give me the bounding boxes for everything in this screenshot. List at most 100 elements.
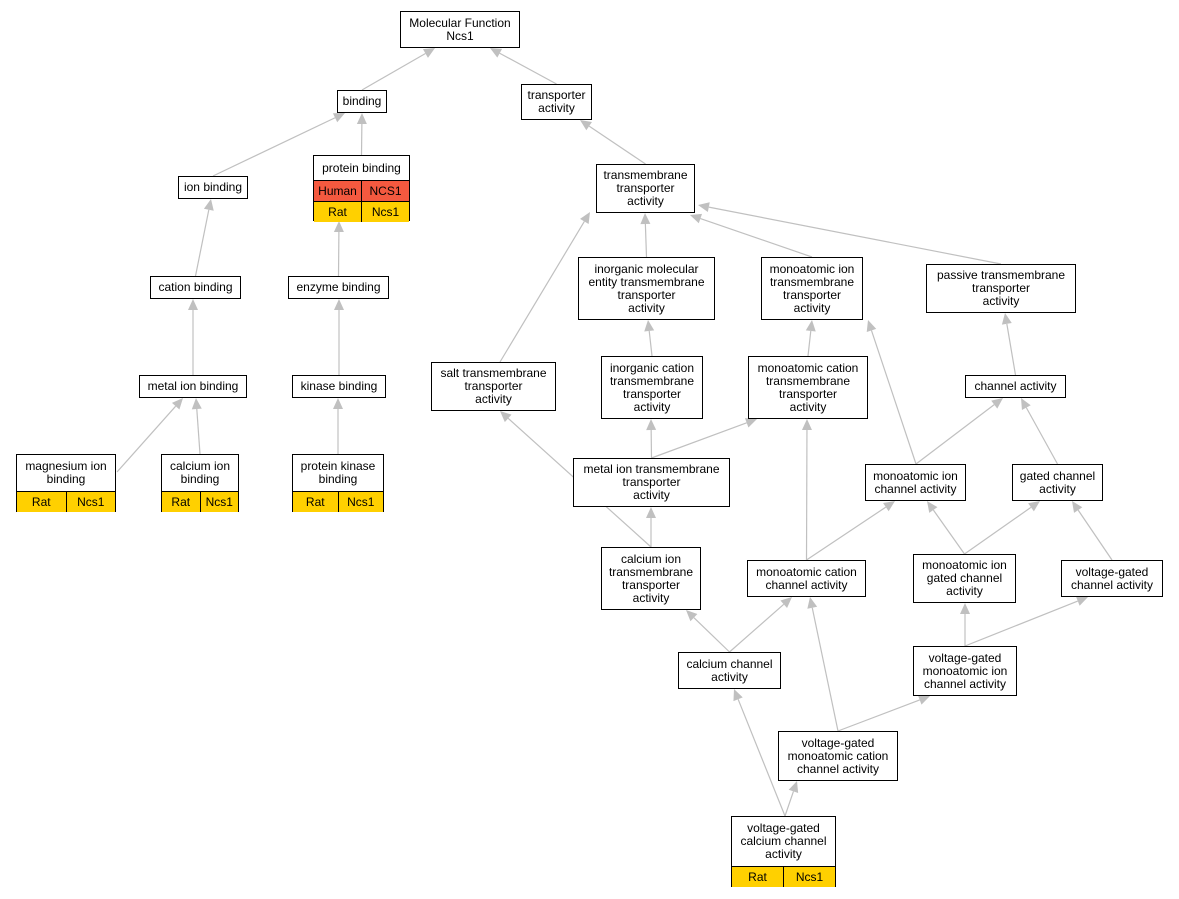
edge-line (651, 422, 747, 459)
go-term-node[interactable]: monoatomic ion transmembrane transporter… (761, 257, 863, 320)
edge-line (1077, 509, 1113, 561)
go-term-node[interactable]: transmembrane transporter activity (596, 164, 695, 213)
go-term-node[interactable]: salt transmembrane transporter activity (431, 362, 556, 411)
edge-line (737, 698, 786, 817)
edge-line (212, 117, 336, 177)
go-term-label: ion binding (183, 180, 243, 194)
go-term-label: monoatomic ion gated channel activity (922, 558, 1007, 598)
edge-arrowhead (807, 597, 818, 609)
go-term-node[interactable]: monoatomic ion gated channel activity (913, 554, 1016, 603)
go-term-label: monoatomic ion channel activity (873, 468, 958, 496)
go-term-node[interactable]: monoatomic cation transmembrane transpor… (748, 356, 868, 419)
organism-cell: Rat (305, 494, 325, 509)
go-term-node[interactable]: transporter activity (521, 84, 592, 120)
edge-arrowhead (644, 320, 655, 332)
organism-cell: Rat (171, 494, 191, 509)
organism-cell: Rat (31, 494, 51, 509)
go-term-label: channel activity (974, 379, 1057, 393)
edge-line (806, 506, 887, 561)
edge-line (784, 791, 795, 817)
go-term-node[interactable]: metal ion binding (139, 375, 247, 398)
edge-arrowhead (866, 320, 877, 333)
go-term-node[interactable]: channel activity (965, 375, 1066, 398)
edge-arrowhead (500, 411, 512, 423)
go-term-label: protein kinase binding (300, 459, 376, 486)
edge-arrowhead (646, 507, 656, 518)
edge-arrowhead (698, 202, 710, 213)
go-term-node[interactable]: binding (337, 90, 387, 113)
edge-line (708, 206, 1002, 265)
go-term-node[interactable]: inorganic cation transmembrane transport… (601, 356, 703, 419)
go-term-node[interactable]: calcium ion transmembrane transporter ac… (601, 547, 701, 610)
edge-arrowhead (780, 597, 792, 609)
go-term-node[interactable]: metal ion transmembrane transporter acti… (573, 458, 730, 507)
go-term-node[interactable]: gated channel activity (1012, 464, 1103, 501)
go-term-node[interactable]: ion binding (178, 176, 248, 199)
go-term-label: gated channel activity (1019, 468, 1096, 496)
gene-cell: Ncs1 (199, 492, 239, 512)
edge-arrowhead (991, 398, 1003, 409)
go-term-label: calcium channel activity (686, 656, 773, 684)
go-term-node[interactable]: kinase binding (292, 375, 386, 398)
go-term-node[interactable]: enzyme binding (288, 276, 389, 299)
go-term-label: transmembrane transporter activity (603, 168, 688, 208)
organism-cell: Rat (328, 204, 347, 219)
go-term-node[interactable]: monoatomic cation channel activity (747, 560, 866, 597)
go-term-label: monoatomic ion transmembrane transporter… (769, 261, 855, 315)
go-term-label: voltage-gated channel activity (1070, 564, 1154, 592)
edge-arrowhead (1021, 398, 1031, 411)
go-term-node[interactable]: voltage-gated monoatomic cation channel … (778, 731, 898, 781)
go-term-node[interactable]: monoatomic ion channel activity (865, 464, 966, 501)
edge-arrowhead (744, 418, 757, 428)
go-term-node[interactable]: inorganic molecular entity transmembrane… (578, 257, 715, 320)
edge-arrowhead (686, 610, 698, 622)
gene-cell: Ncs1 (783, 867, 835, 887)
annotation-row: Rat Ncs1 (732, 866, 835, 887)
gene-cell: Ncs1 (337, 492, 384, 512)
gene-cell: Ncs1 (361, 202, 409, 222)
edge-line (196, 408, 201, 455)
edge-arrowhead (883, 501, 895, 512)
go-term-node[interactable]: calcium channel activity (678, 652, 781, 689)
edge-arrowhead (690, 213, 703, 224)
edge-arrowhead (333, 221, 344, 233)
go-term-node[interactable]: voltage-gated monoatomic ion channel act… (913, 646, 1017, 696)
edge-arrowhead (960, 603, 970, 614)
gene-cell: NCS1 (361, 181, 409, 201)
edge-arrowhead (1072, 501, 1083, 513)
edge-line (964, 506, 1032, 555)
edge-line (693, 617, 730, 653)
go-term-node[interactable]: cation binding (150, 276, 241, 299)
edge-arrowhead (490, 48, 503, 58)
edge-line (648, 330, 653, 357)
go-term-label: transporter activity (527, 88, 586, 115)
go-term-label: inorganic molecular entity transmembrane… (588, 261, 705, 315)
go-term-label: inorganic cation transmembrane transport… (609, 360, 695, 414)
edge-arrowhead (801, 419, 812, 431)
go-term-label: monoatomic cation channel activity (756, 564, 857, 592)
edge-arrowhead (805, 320, 816, 332)
organism-cell: Rat (748, 869, 767, 884)
edge-arrowhead (646, 419, 657, 431)
go-term-node[interactable]: Molecular Function Ncs1 (400, 11, 520, 48)
edge-arrowhead (171, 398, 183, 410)
go-term-label: calcium ion binding (169, 459, 231, 486)
edge-arrowhead (422, 48, 435, 58)
annotation-row: Rat Ncs1 (293, 491, 383, 512)
edge-line (915, 404, 995, 465)
edge-arrowhead (333, 398, 343, 409)
annotation-row: Rat Ncs1 (314, 201, 409, 222)
go-term-node[interactable]: voltage-gated channel activity (1061, 560, 1163, 597)
go-term-node[interactable]: passive transmembrane transporter activi… (926, 264, 1076, 313)
edge-line (811, 607, 839, 732)
edge-arrowhead (356, 113, 367, 125)
edge-arrowhead (917, 695, 930, 705)
edge-line (870, 330, 917, 465)
